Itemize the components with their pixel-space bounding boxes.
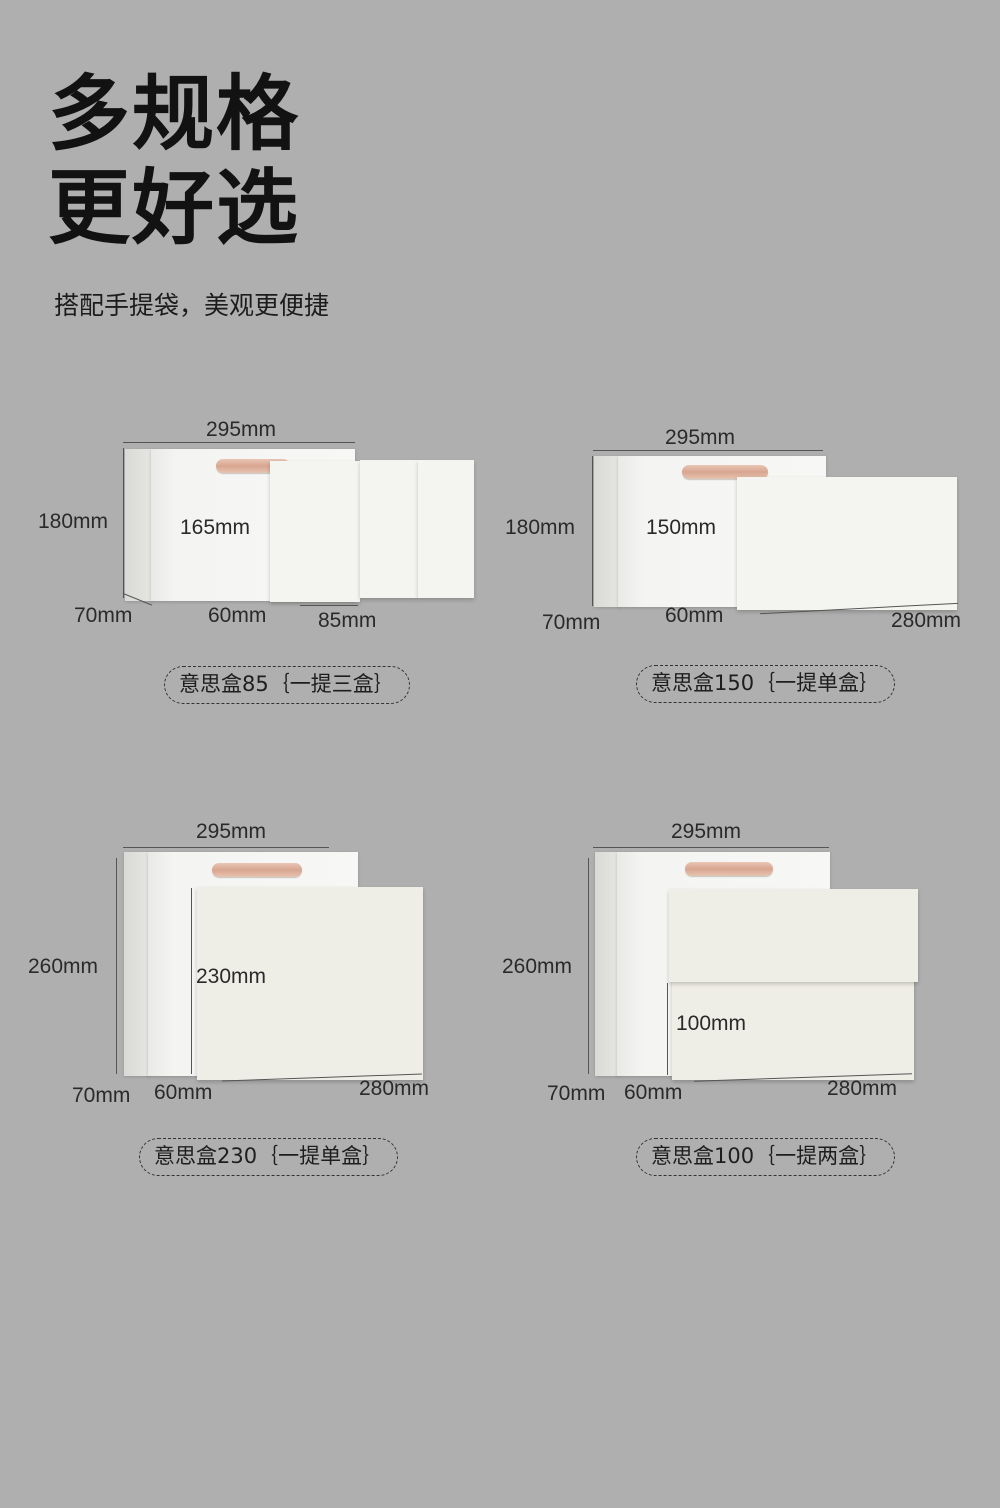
box-height-label: 100mm <box>676 1012 747 1035</box>
dimension-line <box>123 442 355 443</box>
dimension-line <box>592 456 593 606</box>
dimension-line <box>667 983 668 1075</box>
box-depth-label: 60mm <box>624 1081 683 1104</box>
bag-handle <box>682 465 768 479</box>
dimension-line <box>123 847 329 848</box>
dimension-line <box>593 450 823 451</box>
box-height-label: 150mm <box>646 516 717 539</box>
dimension-line <box>191 888 192 1074</box>
bag-depth-label: 70mm <box>74 604 133 627</box>
bag-depth-label: 70mm <box>72 1084 131 1107</box>
gift-box <box>197 887 423 1080</box>
box-width-label: 85mm <box>318 609 377 632</box>
subtitle: 搭配手提袋，美观更便捷 <box>54 291 330 320</box>
bag-depth-label: 70mm <box>547 1082 606 1105</box>
bag-side <box>124 852 150 1076</box>
dimension-line <box>593 847 829 848</box>
gift-box <box>360 460 418 598</box>
dimension-line <box>123 448 124 598</box>
headline-line-2: 更好选 <box>48 161 301 256</box>
bag-height-label: 180mm <box>38 510 109 533</box>
headline: 多规格 更好选 <box>48 68 300 256</box>
gift-box <box>270 461 360 602</box>
dimension-line <box>300 605 358 606</box>
bag-handle <box>685 862 773 876</box>
bag-side <box>594 456 620 607</box>
gift-box <box>737 477 957 610</box>
box-width-label: 280mm <box>827 1077 898 1100</box>
bag-side <box>595 852 619 1076</box>
bag-width-label: 295mm <box>206 418 277 441</box>
bag-handle <box>212 863 302 877</box>
bag-side <box>125 449 153 601</box>
bag-height-label: 260mm <box>502 955 573 978</box>
box-height-label: 165mm <box>180 516 251 539</box>
bag-height-label: 260mm <box>28 955 99 978</box>
gift-box-upper <box>669 889 918 982</box>
gift-box <box>418 460 474 598</box>
bag-width-label: 295mm <box>196 820 267 843</box>
box-depth-label: 60mm <box>665 604 724 627</box>
product-label: 意思盒100｛一提两盒｝ <box>636 1138 896 1176</box>
bag-height-label: 180mm <box>505 516 576 539</box>
box-depth-label: 60mm <box>154 1081 213 1104</box>
bag-width-label: 295mm <box>671 820 742 843</box>
dimension-line <box>116 858 117 1074</box>
box-height-label: 230mm <box>196 965 267 988</box>
bag-width-label: 295mm <box>665 426 736 449</box>
box-width-label: 280mm <box>891 609 962 632</box>
dimension-line <box>588 858 589 1074</box>
box-width-label: 280mm <box>359 1077 430 1100</box>
product-label: 意思盒150｛一提单盒｝ <box>636 665 896 703</box>
gift-box-lower <box>672 976 914 1080</box>
bag-depth-label: 70mm <box>542 611 601 634</box>
product-label: 意思盒85｛一提三盒｝ <box>164 666 410 704</box>
box-depth-label: 60mm <box>208 604 267 627</box>
headline-line-1: 多规格 <box>48 67 301 162</box>
product-label: 意思盒230｛一提单盒｝ <box>139 1138 399 1176</box>
